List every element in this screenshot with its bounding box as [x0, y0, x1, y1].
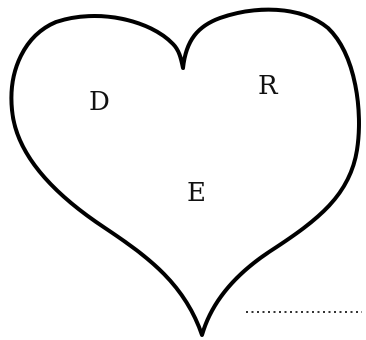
label-r: R	[258, 71, 279, 101]
label-e: E	[187, 178, 206, 208]
heart-outline	[11, 10, 359, 335]
label-d: D	[89, 87, 110, 117]
